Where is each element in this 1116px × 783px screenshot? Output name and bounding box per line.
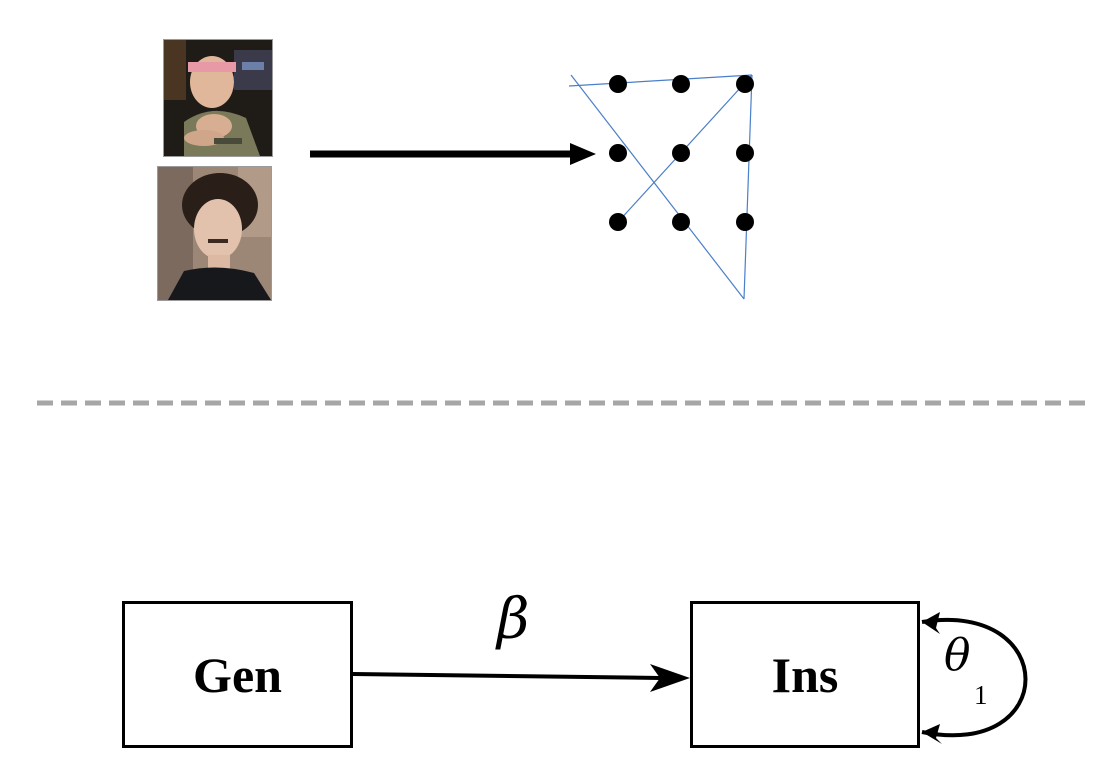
- grid-dot: [736, 213, 754, 231]
- grid-dot: [609, 213, 627, 231]
- grid-dot: [736, 144, 754, 162]
- photo-woman-mustache: [157, 166, 272, 301]
- grid-dot: [672, 144, 690, 162]
- grid-dot: [609, 144, 627, 162]
- nine-dot-solution-lines: [568, 74, 753, 300]
- ins-node-label: Ins: [771, 646, 839, 703]
- man-headband-image: [164, 40, 272, 156]
- grid-dot: [672, 75, 690, 93]
- theta-subscript: 1: [974, 680, 988, 710]
- solution-line-right: [743, 74, 753, 300]
- woman-mustache-image: [158, 167, 271, 300]
- gen-node-label: Gen: [193, 646, 282, 703]
- gen-to-ins-arrowhead: [650, 664, 690, 692]
- nine-dot-grid: [609, 75, 754, 231]
- grid-dot: [672, 213, 690, 231]
- solution-line-cross-down: [570, 74, 745, 300]
- beta-edge-label: β: [497, 587, 530, 652]
- grid-dot: [736, 75, 754, 93]
- theta-loop-label: θ: [944, 630, 971, 681]
- ins-node: Ins: [690, 601, 920, 748]
- grid-dot: [609, 75, 627, 93]
- photo-man-headband: [163, 39, 273, 157]
- solution-line-top: [568, 74, 753, 87]
- ins-self-loop: [921, 618, 1028, 738]
- gen-to-ins-arrow-shaft: [352, 672, 661, 680]
- photos-to-grid-arrowhead: [570, 143, 596, 165]
- self-loop-arrowhead-top: [922, 612, 940, 634]
- self-loop-arrowhead-bottom: [922, 724, 942, 744]
- gen-node: Gen: [122, 601, 353, 748]
